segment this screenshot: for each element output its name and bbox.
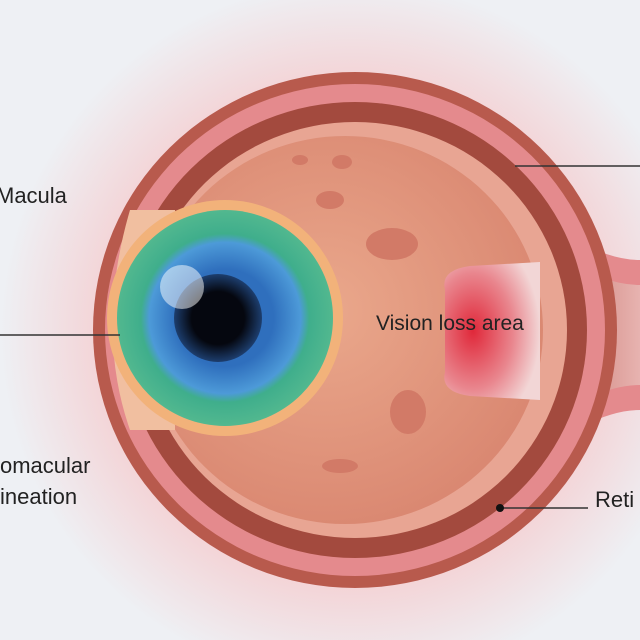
leader-lines — [0, 165, 640, 509]
label-vision-loss-area: Vision loss area — [376, 312, 524, 335]
vision-loss-area — [444, 262, 540, 400]
retinal-spots — [292, 155, 426, 473]
highlight — [160, 265, 204, 309]
label-macula: Macula — [0, 183, 67, 208]
retina-pointer-dot — [496, 504, 504, 512]
label-retina: Reti — [595, 487, 635, 512]
label-papillomacular-line2: ineation — [0, 484, 78, 509]
label-papillomacular-line1: omacular — [0, 453, 91, 478]
